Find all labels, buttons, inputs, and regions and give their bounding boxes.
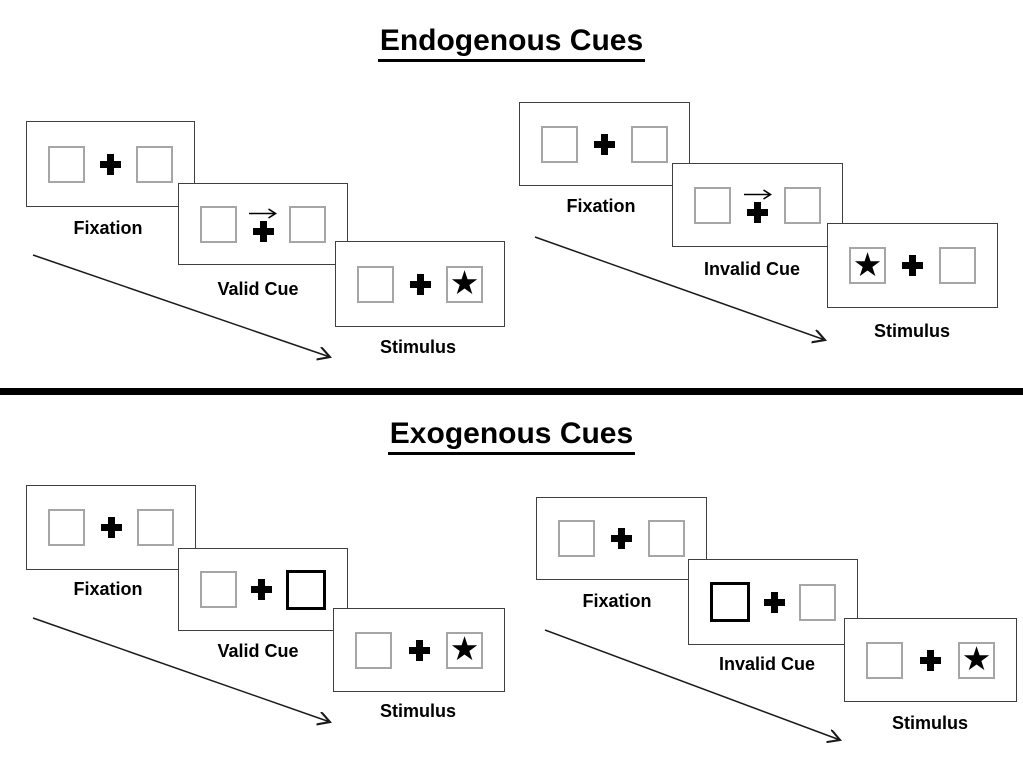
right-box	[631, 125, 668, 163]
left-box	[355, 631, 392, 669]
right-box	[648, 520, 685, 557]
panel-display	[27, 122, 194, 206]
fixation-label: Fixation	[582, 591, 652, 611]
left-box	[48, 145, 85, 183]
right-box-with-star: ★	[446, 630, 483, 669]
star-icon: ★	[961, 640, 992, 677]
panel-display	[179, 549, 347, 630]
stimulus-panel: ★	[827, 223, 998, 308]
panel-display	[520, 103, 689, 185]
fixation-panel	[26, 121, 195, 207]
timeline-arrow-endogenous-valid	[32, 254, 330, 357]
fixation-label: Fixation	[73, 218, 143, 238]
endogenous-section-title: Endogenous Cues	[0, 24, 1023, 62]
stimulus-label: Stimulus	[891, 713, 968, 733]
plus-icon	[100, 517, 122, 538]
cue-arrow-icon	[743, 188, 772, 200]
panel-display	[673, 164, 842, 246]
timeline-arrow-exogenous-valid	[32, 617, 330, 722]
plus-icon	[747, 201, 768, 223]
star-icon: ★	[449, 264, 480, 301]
invalid-cue-panel	[688, 559, 858, 645]
plus-icon	[100, 153, 121, 175]
plus-icon	[920, 649, 941, 671]
panel-display: ★	[828, 224, 997, 307]
invalid-cue-label: Invalid Cue	[703, 259, 801, 279]
plus-icon	[252, 220, 274, 242]
panel-display: ★	[334, 609, 504, 691]
right-box	[289, 205, 326, 243]
plus-icon	[611, 528, 632, 549]
invalid-cue-label: Invalid Cue	[718, 654, 816, 674]
star-icon: ★	[449, 630, 480, 667]
star-icon: ★	[852, 245, 883, 283]
fixation-cross-stack	[408, 639, 430, 661]
left-box-with-star: ★	[849, 247, 886, 284]
valid-cue-panel	[178, 548, 348, 631]
panel-display: ★	[845, 619, 1016, 701]
timeline-arrow-exogenous-invalid	[544, 629, 840, 740]
panel-display	[537, 498, 706, 579]
fixation-panel	[536, 497, 707, 580]
left-box	[866, 641, 903, 679]
fixation-cross-stack	[920, 649, 941, 671]
fixation-panel	[519, 102, 690, 186]
valid-cue-panel	[178, 183, 348, 265]
fixation-cross-stack	[100, 517, 122, 538]
right-box-with-star: ★	[446, 264, 483, 303]
stimulus-label: Stimulus	[379, 701, 456, 721]
right-box-with-star: ★	[958, 640, 995, 679]
right-box	[784, 186, 821, 224]
right-box	[939, 247, 976, 284]
panel-display: ★	[336, 242, 504, 326]
section-divider	[0, 388, 1023, 395]
panel-display	[689, 560, 857, 644]
fixation-cross-stack	[251, 579, 272, 600]
fixation-cross-stack	[100, 153, 121, 175]
fixation-cross-stack	[594, 133, 615, 155]
fixation-cross-stack	[902, 255, 923, 276]
right-box	[136, 145, 173, 183]
valid-cue-label: Valid Cue	[217, 641, 299, 661]
plus-icon	[594, 133, 615, 155]
fixation-panel	[26, 485, 196, 570]
left-box	[541, 125, 578, 163]
stimulus-label: Stimulus	[379, 337, 456, 357]
right-box-highlighted-cue	[286, 569, 326, 610]
invalid-cue-panel	[672, 163, 843, 247]
panel-display	[27, 486, 195, 569]
fixation-cross-stack	[743, 188, 773, 223]
left-box	[48, 509, 85, 546]
plus-icon	[251, 579, 272, 600]
exogenous-section-title: Exogenous Cues	[0, 417, 1023, 455]
fixation-label: Fixation	[566, 196, 636, 216]
plus-icon	[764, 591, 785, 613]
panel-display	[179, 184, 347, 264]
stimulus-panel: ★	[335, 241, 505, 327]
plus-icon	[902, 255, 923, 276]
left-box	[694, 186, 731, 224]
stimulus-label: Stimulus	[873, 321, 950, 341]
left-box-highlighted-cue	[710, 582, 750, 622]
fixation-cross-stack	[248, 207, 278, 242]
timeline-arrow-endogenous-invalid	[534, 236, 825, 340]
left-box	[357, 265, 394, 303]
stimulus-panel: ★	[333, 608, 505, 692]
fixation-cross-stack	[611, 528, 632, 549]
left-box	[200, 571, 237, 608]
left-box	[200, 205, 237, 243]
fixation-cross-stack	[764, 591, 785, 613]
stimulus-panel: ★	[844, 618, 1017, 702]
valid-cue-label: Valid Cue	[217, 279, 299, 299]
fixation-label: Fixation	[73, 579, 143, 599]
right-box	[137, 509, 174, 546]
left-box	[558, 520, 595, 557]
fixation-cross-stack	[409, 273, 431, 295]
cue-arrow-icon	[249, 207, 277, 219]
plus-icon	[409, 273, 431, 295]
plus-icon	[408, 639, 430, 661]
right-box	[799, 583, 836, 621]
